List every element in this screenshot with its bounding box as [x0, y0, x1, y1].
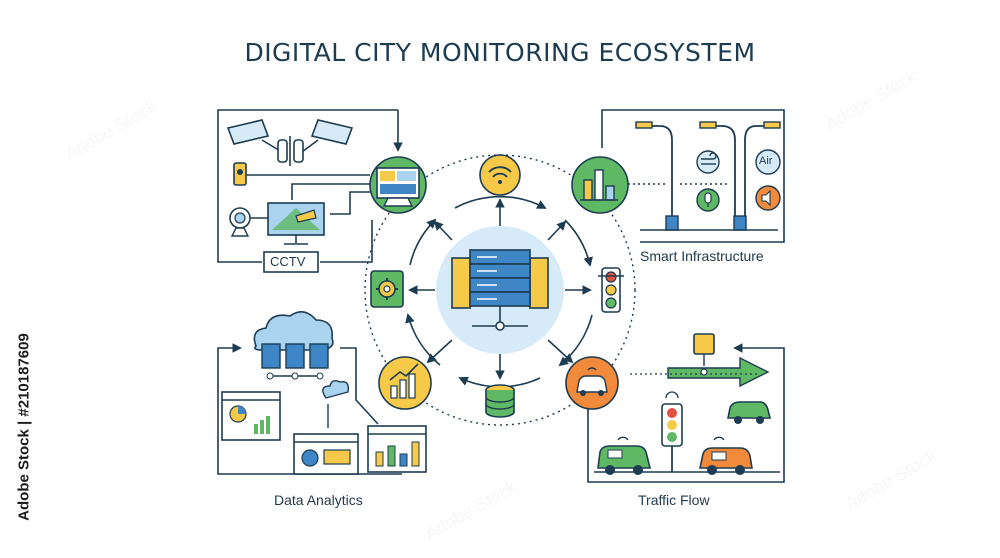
car-orange-icon — [699, 447, 753, 475]
bar-chart-window — [367, 425, 427, 473]
report-window — [293, 433, 359, 475]
air-label: Air — [759, 155, 773, 167]
traffic-flow-label: Traffic Flow — [638, 492, 710, 508]
server-hub-icon — [436, 226, 564, 354]
direction-sign-icon — [630, 333, 770, 388]
stock-credit: Adobe Stock | #210187609 — [14, 312, 34, 542]
smart-infrastructure-label: Smart Infrastructure — [640, 248, 764, 264]
gear-icon — [370, 270, 404, 308]
wind-icon — [696, 150, 720, 174]
traffic-light-pole-icon — [661, 403, 683, 472]
cctv-camera-icon — [226, 119, 354, 166]
traffic-frame — [587, 343, 785, 483]
air-icon — [755, 149, 781, 175]
stock-credit-text: Adobe Stock | #210187609 — [15, 333, 33, 521]
frames — [217, 109, 785, 483]
webcam-icon — [229, 207, 251, 237]
monitor-camera-icon — [267, 202, 325, 245]
analytics-chart-icon — [378, 356, 432, 410]
monitor-dashboard-icon — [369, 156, 427, 214]
speaker-icon — [755, 185, 781, 211]
outer-dotted-ring — [364, 154, 636, 426]
traffic-light-icon — [598, 267, 624, 313]
car-green-icon — [597, 445, 652, 475]
cctv-label-box — [263, 251, 319, 273]
cctv-panel — [226, 119, 370, 273]
car-small-icon — [727, 401, 772, 424]
microphone-icon — [696, 188, 720, 212]
cctv-label: CCTV — [270, 254, 306, 269]
infrastructure-frame — [601, 109, 785, 243]
pie-chart-window — [221, 391, 281, 441]
hub-spokes — [408, 198, 592, 380]
traffic-flow-panel — [594, 333, 780, 475]
data-analytics-label: Data Analytics — [274, 492, 363, 508]
wifi-icon — [479, 154, 521, 196]
data-analytics-panel — [221, 311, 427, 475]
cctv-frame — [217, 109, 398, 263]
cloud-server-icon — [253, 311, 334, 380]
street-lamp-icon — [648, 125, 768, 230]
database-icon — [485, 384, 515, 418]
car-sensor-icon — [565, 356, 619, 410]
page-title: DIGITAL CITY MONITORING ECOSYSTEM — [244, 38, 756, 67]
smart-infrastructure-panel — [628, 121, 781, 231]
bar-chart-sensor-icon — [571, 156, 629, 214]
